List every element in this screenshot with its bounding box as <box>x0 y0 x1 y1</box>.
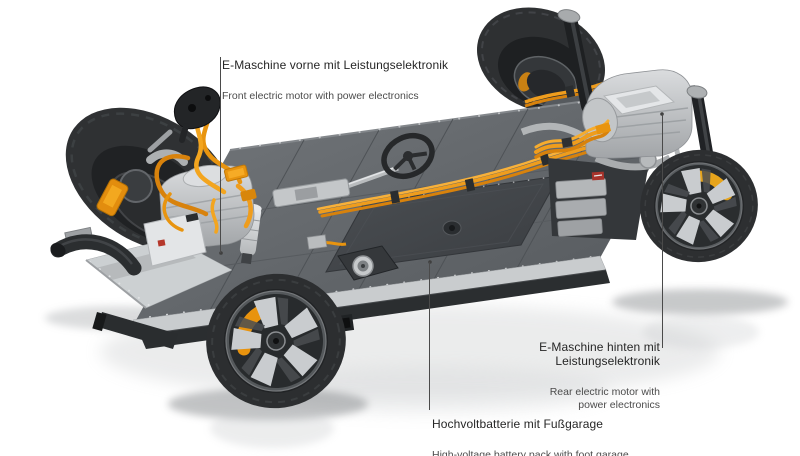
front-motor-label-en: Front electric motor with power electron… <box>222 90 419 102</box>
front-motor-label: E-Maschine vorne mit Leistungselektronik… <box>222 40 448 121</box>
front-motor-label-de: E-Maschine vorne mit Leistungselektronik <box>222 58 449 72</box>
leader-line-front-motor <box>220 57 221 253</box>
battery-label: Hochvoltbatterie mit Fußgarage High-volt… <box>432 399 629 456</box>
battery-side-modules <box>548 158 648 240</box>
steering-wheel <box>381 132 435 180</box>
rear-motor-label-en: Rear electric motor with power electroni… <box>549 386 660 411</box>
rear-motor-label-de: E-Maschine hinten mit Leistungselektroni… <box>539 340 660 368</box>
leader-line-rear-motor <box>662 114 663 348</box>
battery-label-de: Hochvoltbatterie mit Fußgarage <box>432 417 604 431</box>
rear-motor <box>582 69 717 182</box>
front-left-caliper <box>96 178 129 217</box>
rear-right-wheel <box>640 149 758 263</box>
steering-assembly <box>272 132 435 208</box>
front-motor <box>143 164 262 267</box>
battery-label-en: High-voltage battery pack with foot gara… <box>432 449 629 456</box>
front-right-wheel <box>206 273 346 409</box>
rear-motor-cables <box>534 119 612 159</box>
rear-motor-label: E-Maschine hinten mit Leistungselektroni… <box>539 322 660 429</box>
front-motor-cables <box>154 86 257 234</box>
leader-line-battery <box>429 262 430 410</box>
compressor <box>306 234 399 281</box>
